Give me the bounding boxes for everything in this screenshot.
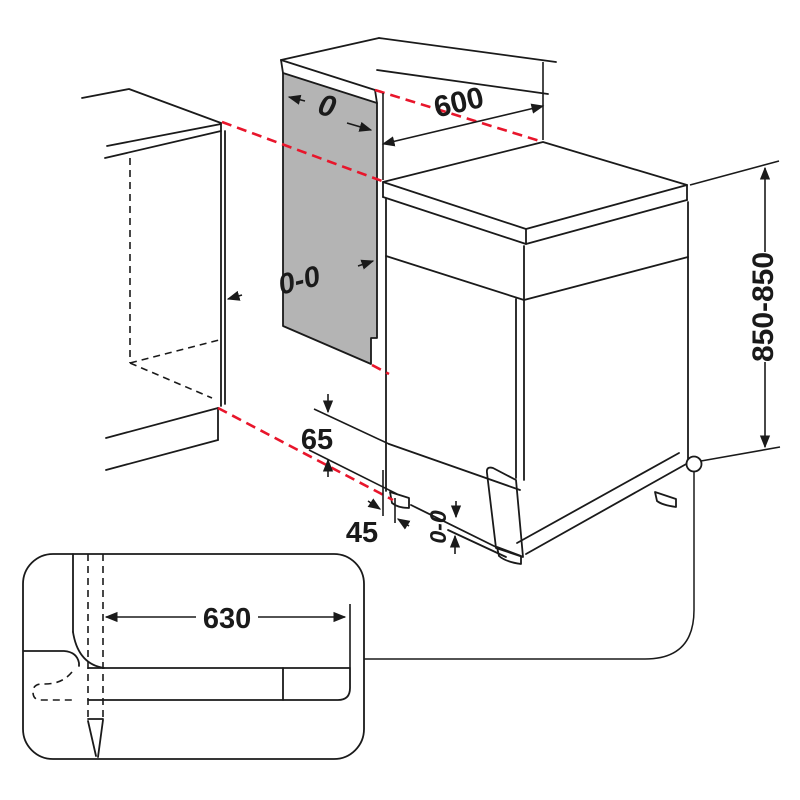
dishwasher-worktop bbox=[382, 141, 688, 230]
control-panel-band bbox=[385, 255, 689, 301]
rear-foot bbox=[654, 491, 677, 508]
inset-frame bbox=[22, 553, 365, 760]
left-cabinet bbox=[81, 88, 226, 471]
door-open-detail-inset: 630 bbox=[22, 553, 365, 760]
door-closed-hidden bbox=[32, 671, 73, 701]
front-right-foot bbox=[496, 546, 522, 565]
worktop-alignment-line bbox=[221, 120, 383, 183]
open-door-plan bbox=[87, 667, 351, 701]
dim-label-foot-clearance: 0-0 bbox=[425, 510, 451, 543]
front-left-foot bbox=[389, 491, 410, 509]
alignment-lines bbox=[217, 88, 544, 502]
dim-foot-45: 45 bbox=[346, 470, 411, 549]
floor-alignment-line bbox=[217, 406, 394, 502]
niche-side-panel bbox=[280, 37, 557, 365]
corner-marker bbox=[685, 455, 703, 473]
dim-label-height: 850-850 bbox=[747, 252, 780, 362]
dim-label-width: 600 bbox=[431, 81, 487, 124]
dim-label-plinth: 65 bbox=[301, 424, 333, 456]
dishwasher bbox=[382, 141, 689, 565]
countertop-continuation bbox=[378, 37, 557, 63]
detail-leader bbox=[364, 455, 703, 660]
door-swing-arc bbox=[72, 631, 105, 669]
dim-foot-clearance: 0-0 bbox=[425, 501, 462, 554]
kick-plate bbox=[485, 466, 524, 558]
dim-height-850: 850-850 bbox=[689, 160, 781, 462]
door-bottom-edge bbox=[388, 443, 521, 491]
dim-label-foot-offset: 45 bbox=[346, 517, 378, 549]
dim-label-door-open: 630 bbox=[203, 603, 251, 635]
